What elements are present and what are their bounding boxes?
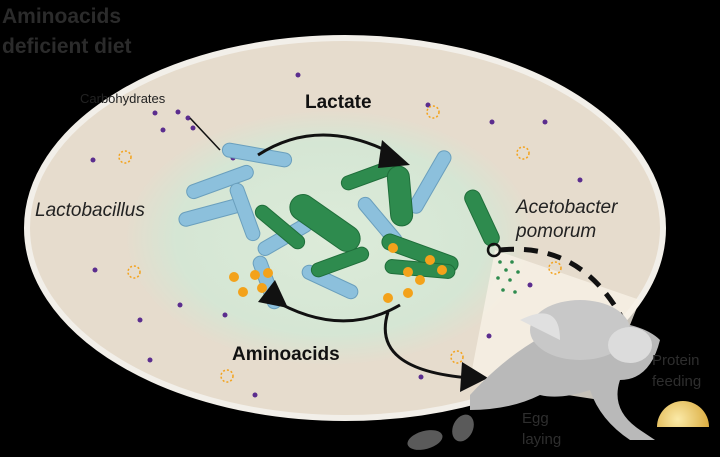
title-line-2: deficient diet: [2, 35, 132, 58]
acetobacter-label-line1: Acetobacter: [516, 197, 618, 218]
arrowheads: [258, 140, 488, 392]
fly-icon: [470, 300, 660, 440]
acetobacter-secretion: [496, 260, 520, 294]
carbohydrate-dots: [90, 72, 583, 398]
aminoacids-label: Aminoacids: [232, 344, 340, 365]
acetobacter-cells: [254, 159, 500, 279]
carbohydrate-pointer: [189, 117, 221, 151]
egg-laying-line1: Egg: [522, 410, 549, 427]
egg-icons: [407, 414, 474, 450]
egg-laying-label: Egg laying: [522, 408, 561, 450]
aminoacid-dots: [229, 243, 447, 303]
protein-feeding-line1: Protein: [652, 352, 700, 369]
lactate-arrow: [257, 133, 396, 157]
protein-feeding-line2: feeding: [652, 373, 702, 390]
protein-feeding-label: Protein feeding: [652, 350, 701, 392]
acetobacter-label-line2: pomorum: [516, 221, 597, 242]
carbohydrates-label: Carbohydrates: [80, 91, 166, 106]
title-line-1: Aminoacids: [2, 5, 122, 28]
acetobacter-label: Acetobacter pomorum: [516, 196, 617, 244]
egg-laying-line2: laying: [522, 431, 562, 448]
egg-arrow: [383, 311, 471, 380]
lactobacillus-label: Lactobacillus: [35, 200, 145, 221]
lactate-label: Lactate: [305, 92, 372, 113]
empty-aminoacid-rings: [118, 105, 562, 383]
